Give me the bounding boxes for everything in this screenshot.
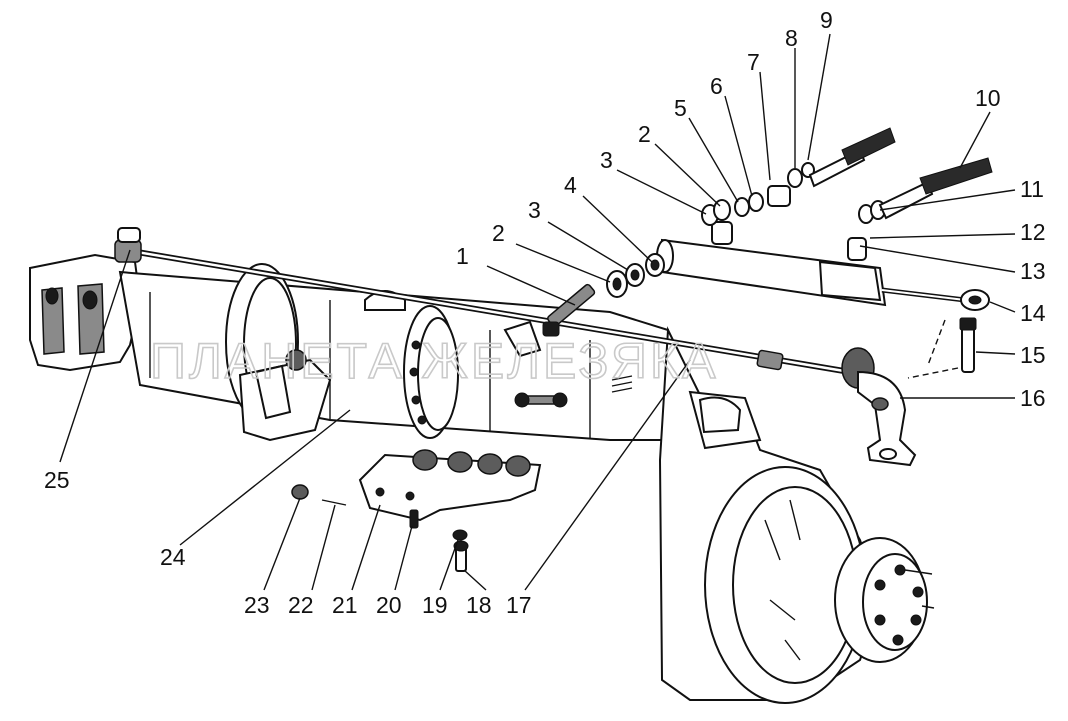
callout-17: 17 xyxy=(506,592,532,618)
callout-25: 25 xyxy=(44,467,70,493)
callout-23: 23 xyxy=(244,592,270,618)
bolt-part-1 xyxy=(542,283,596,337)
callout-2-lower: 2 xyxy=(492,220,505,246)
differential-housing xyxy=(658,326,935,704)
callout-3-lower: 3 xyxy=(528,197,541,223)
callout-10: 10 xyxy=(975,85,1001,111)
callout-20: 20 xyxy=(376,592,402,618)
hose-right-fittings xyxy=(858,157,993,224)
power-cylinder xyxy=(656,221,990,311)
leader-lines xyxy=(59,33,1016,591)
callout-8: 8 xyxy=(785,25,798,51)
bracket-plate xyxy=(358,449,542,522)
callout-21: 21 xyxy=(332,592,358,618)
callout-1: 1 xyxy=(456,243,469,269)
tie-rod xyxy=(114,227,875,389)
washers-left xyxy=(606,253,665,298)
callout-15: 15 xyxy=(1020,342,1046,368)
callout-22: 22 xyxy=(288,592,314,618)
callout-5: 5 xyxy=(674,95,687,121)
callout-9: 9 xyxy=(820,7,833,33)
callout-3-upper: 3 xyxy=(600,147,613,173)
steering-arm xyxy=(857,370,917,467)
pin-part-15 xyxy=(907,317,977,379)
callout-2-upper: 2 xyxy=(638,121,651,147)
watermark-text: ПЛАНЕТА ЖЕЛЕЗЯКА xyxy=(150,333,718,389)
callout-14: 14 xyxy=(1020,300,1046,326)
callout-4: 4 xyxy=(564,172,577,198)
hose-upper-fittings xyxy=(701,127,896,226)
callout-6: 6 xyxy=(710,73,723,99)
callout-labels: 1 2 3 4 3 2 5 6 7 8 9 10 11 12 13 14 15 … xyxy=(44,7,1046,618)
small-parts xyxy=(291,484,469,572)
callout-18: 18 xyxy=(466,592,492,618)
callout-7: 7 xyxy=(747,49,760,75)
callout-24: 24 xyxy=(160,544,186,570)
axle-housing xyxy=(29,253,669,442)
callout-19: 19 xyxy=(422,592,448,618)
callout-16: 16 xyxy=(1020,385,1046,411)
callout-12: 12 xyxy=(1020,219,1046,245)
callout-11: 11 xyxy=(1020,176,1044,202)
callout-13: 13 xyxy=(1020,258,1046,284)
